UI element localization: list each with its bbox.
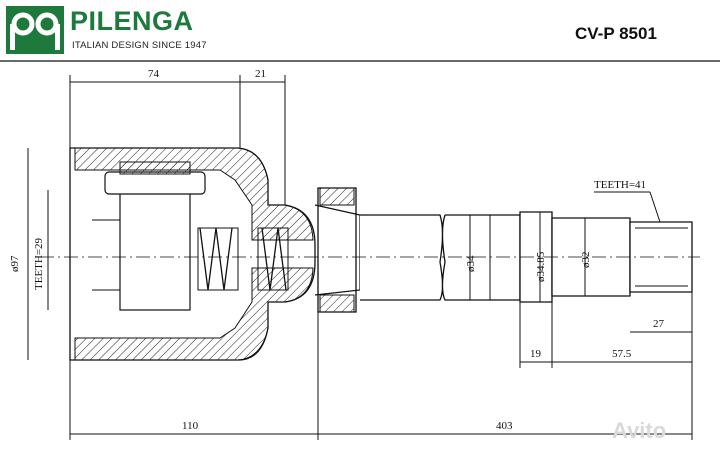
housing-wall-bottom	[74, 267, 314, 361]
tripod-spider	[119, 189, 191, 311]
avito-watermark: Avito	[612, 418, 667, 443]
dim-19: 19	[530, 348, 542, 360]
dim-403: 403	[496, 420, 513, 432]
roller-hatch	[119, 161, 191, 175]
dim-57-5: 57.5	[612, 348, 632, 360]
brand-name: PILENGA	[70, 6, 194, 36]
shaft-section-4	[551, 217, 631, 297]
dim-27: 27	[653, 318, 665, 330]
pilenga-logo	[6, 6, 64, 54]
brand-tagline: ITALIAN DESIGN SINCE 1947	[72, 40, 207, 51]
teeth-29: TEETH=29	[33, 237, 45, 290]
dim-d34: ø34	[465, 255, 477, 272]
dim-110: 110	[182, 420, 199, 432]
housing-wall-top	[74, 147, 314, 241]
shaft-section-1	[360, 214, 444, 301]
dim-21: 21	[255, 68, 266, 80]
shaft-section-2	[441, 214, 521, 301]
dim-d97: ø97	[9, 255, 21, 272]
roller-top	[104, 171, 206, 195]
part-number: CV-P 8501	[575, 24, 657, 43]
dim-d34-85: ø34.85	[535, 251, 547, 282]
teeth-41: TEETH=41	[594, 179, 646, 191]
dim-d32: ø32	[580, 252, 592, 269]
dim-74: 74	[148, 68, 160, 80]
